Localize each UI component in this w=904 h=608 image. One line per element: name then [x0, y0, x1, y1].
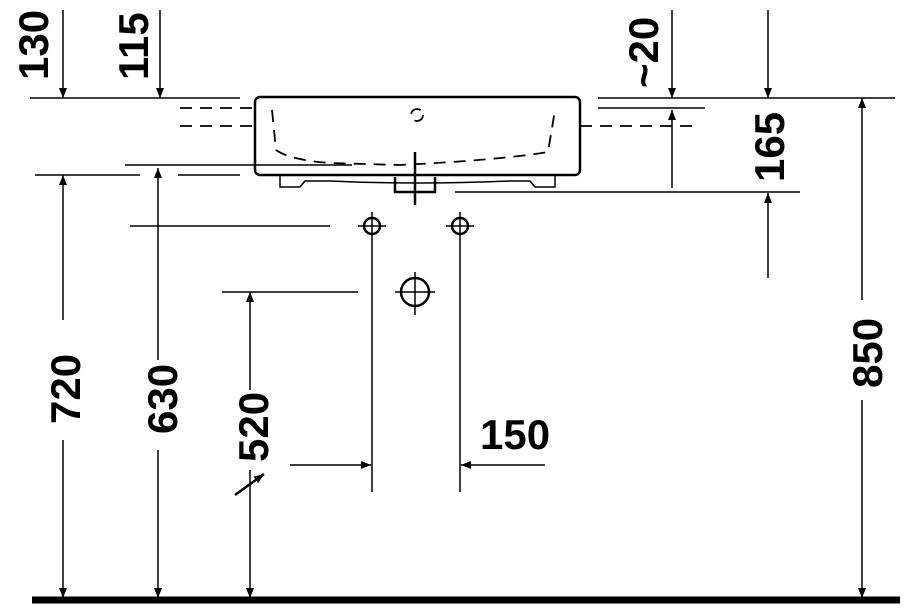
dimension-720: 720 [42, 354, 89, 424]
water-connection-right [446, 212, 474, 240]
dimension-520: 520 [230, 392, 277, 462]
reference-lines [30, 97, 895, 492]
water-connection-left [358, 212, 386, 240]
dimension-630: 630 [139, 364, 186, 434]
dimension-20: ~20 [620, 17, 667, 88]
drain-connection [395, 272, 435, 315]
washbasin-side-view [253, 95, 582, 205]
dimension-115: 115 [110, 12, 157, 80]
dimension-850: 850 [844, 318, 891, 388]
dimension-165: 165 [746, 112, 793, 182]
dimension-150: 150 [480, 411, 550, 458]
dimension-130: 130 [10, 10, 57, 80]
